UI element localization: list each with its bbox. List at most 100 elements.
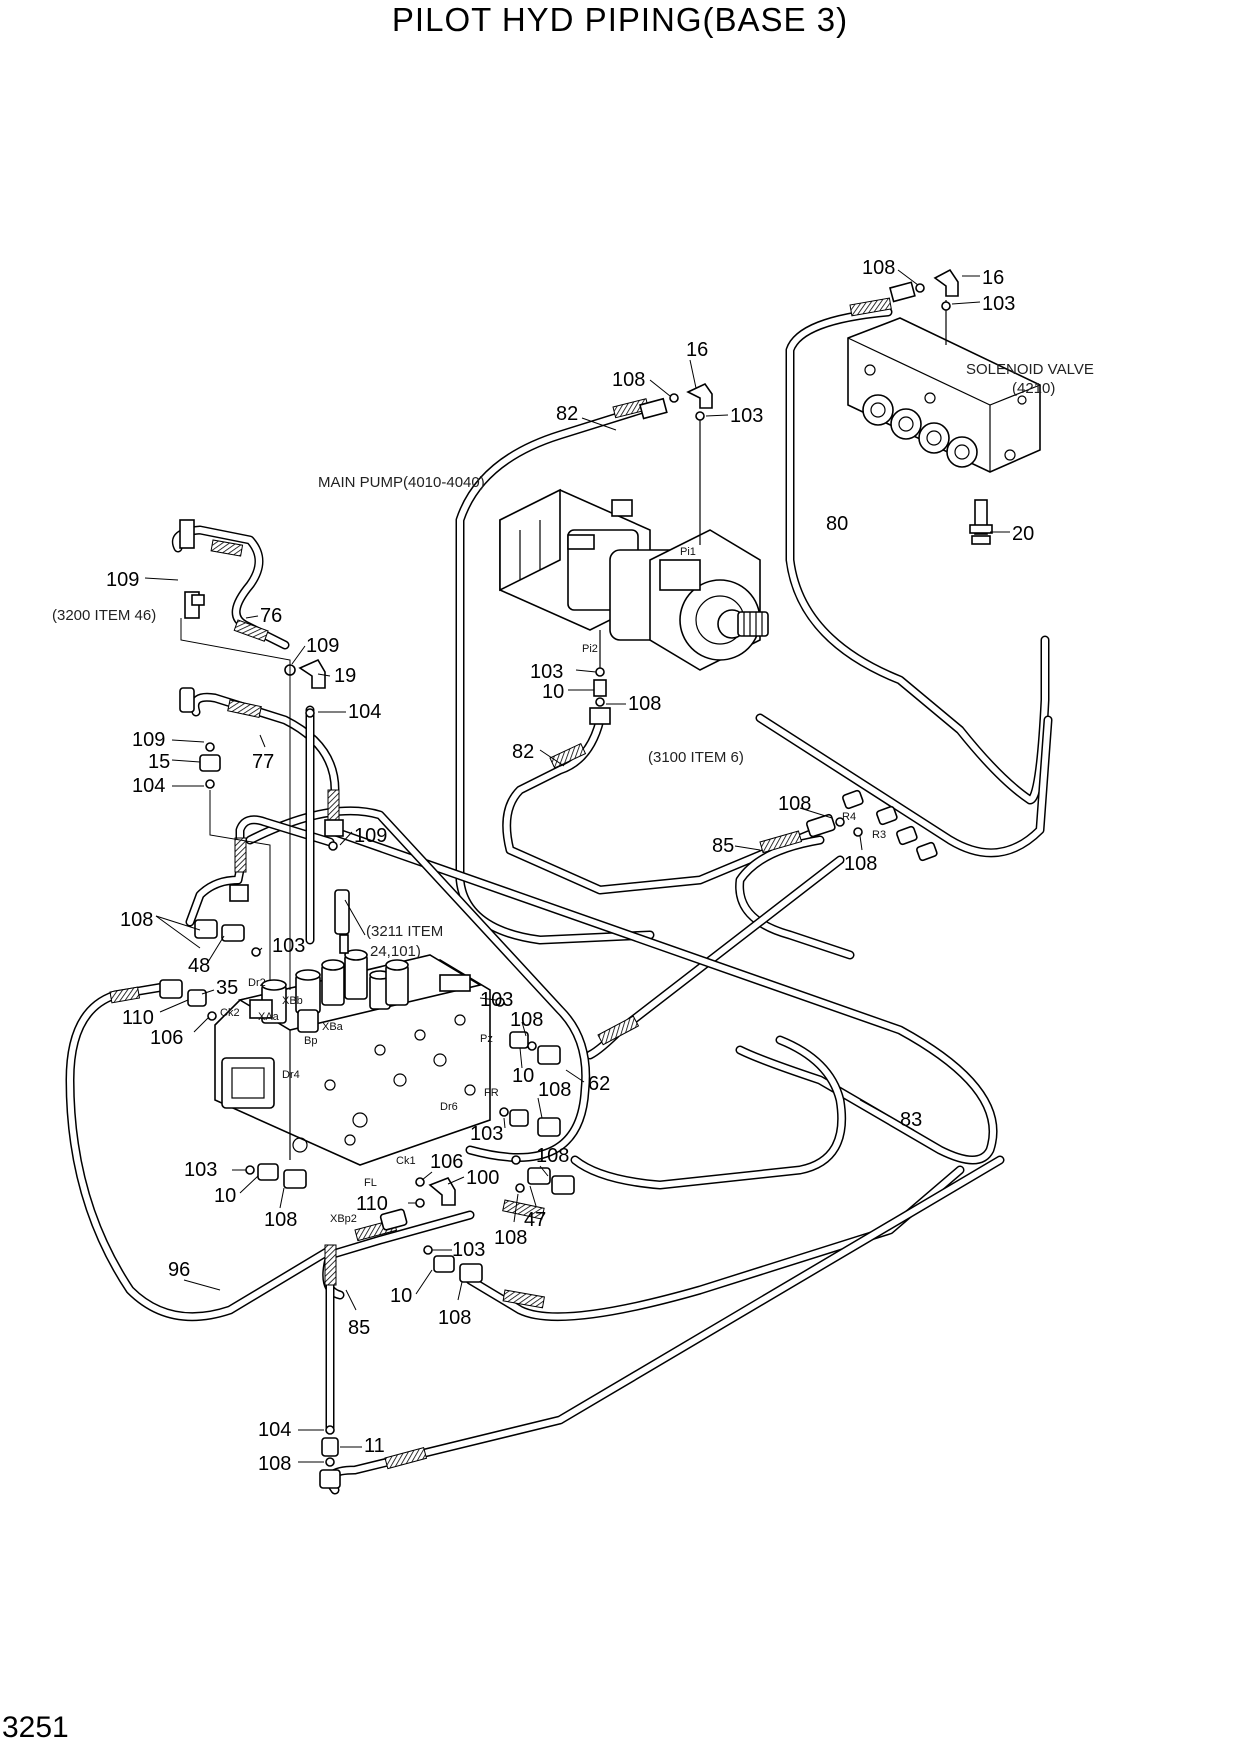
port-bp: Bp	[304, 1035, 317, 1047]
hose-end-left	[194, 919, 218, 939]
callout-106-ck1: 106	[430, 1151, 463, 1173]
oring-103-left	[251, 947, 261, 957]
callout-104-b: 104	[132, 775, 165, 797]
pilot-cap-5	[369, 970, 391, 1010]
tee-3200-side	[191, 594, 205, 606]
callout-103-sv: 103	[982, 293, 1015, 315]
port-xbb: XBb	[282, 995, 303, 1007]
callout-62: 62	[588, 1073, 610, 1095]
callout-109-d: 109	[354, 825, 387, 847]
hose-crimp-80	[849, 297, 892, 317]
hose-crimp-76b	[233, 619, 269, 642]
oring-103-fr	[499, 1107, 509, 1117]
fitting-r3-b	[916, 841, 938, 862]
oring-104-bot	[325, 1425, 335, 1435]
callout-82-top: 82	[556, 403, 578, 425]
oring-103-sv	[941, 301, 951, 311]
fitting-fr	[509, 1109, 529, 1127]
callout-103-left: 103	[272, 935, 305, 957]
callout-76: 76	[260, 605, 282, 627]
fitting-20	[969, 499, 1010, 545]
solenoid-valve	[847, 317, 1041, 473]
port-dr6: Dr6	[440, 1101, 458, 1113]
port-pz: Pz	[480, 1033, 493, 1045]
oring-109-c	[205, 742, 215, 752]
control-valve	[214, 949, 491, 1166]
callout-109-c: 109	[132, 729, 165, 751]
fitting-48	[221, 924, 245, 942]
fitting-r4-a	[842, 789, 864, 810]
fitting-10-pz	[509, 1031, 529, 1049]
hose-end-82	[639, 397, 668, 420]
callout-108-left: 108	[120, 909, 153, 931]
hose-85-right	[735, 835, 855, 960]
oring-103-b	[423, 1245, 433, 1255]
fitting-19	[298, 658, 326, 689]
port-xbp2: XBp2	[330, 1213, 357, 1225]
callout-108-b: 108	[438, 1307, 471, 1329]
oring-104-a	[305, 708, 315, 718]
oring-108-sv	[915, 283, 925, 293]
callout-103-fr: 103	[470, 1123, 503, 1145]
hose-96	[65, 980, 335, 1322]
oring-108-mp	[669, 393, 679, 403]
hose-bottom-long	[465, 1165, 965, 1322]
fitting-35	[187, 989, 207, 1007]
hose-crimp-85r	[759, 830, 803, 854]
main-pump-label: MAIN PUMP(4010-4040)	[318, 474, 485, 491]
oring-108-pi2	[595, 697, 605, 707]
fitting-3211	[334, 889, 350, 935]
hose-crimp-96	[109, 986, 141, 1004]
hose-bottom-to-11	[326, 1155, 1005, 1495]
port-pi2: Pi2	[582, 643, 598, 655]
callout-10-b: 10	[390, 1285, 412, 1307]
port-pi1: Pi1	[680, 546, 696, 558]
hose-outer-loop	[245, 806, 591, 1162]
pilot-cap-6	[385, 959, 409, 1006]
callout-109-a: 109	[106, 569, 139, 591]
callout-108-pz: 108	[510, 1009, 543, 1031]
callout-82-low: 82	[512, 741, 534, 763]
port-ck2: Ck2	[220, 1007, 240, 1019]
fitting-10-b	[433, 1255, 455, 1273]
oring-103-fl	[245, 1165, 255, 1175]
solenoid-coil-4	[946, 436, 978, 468]
hose-crimp-82low	[549, 742, 587, 769]
fitting-11	[321, 1437, 339, 1457]
ref-3211-label-2: 24,101)	[370, 943, 421, 960]
hose-end-82-low	[589, 707, 611, 725]
callout-85-b: 85	[348, 1317, 370, 1339]
callout-16-mp: 16	[686, 339, 708, 361]
ref-3211-label-1: (3211 ITEM	[366, 923, 443, 940]
fitting-10-pi2	[593, 679, 607, 697]
hose-crimp-lower	[502, 1289, 545, 1309]
hose-crimp-left	[234, 837, 247, 873]
hose-82-top	[455, 405, 655, 945]
callout-108-fr: 108	[538, 1079, 571, 1101]
port-dr2: Dr2	[248, 977, 266, 989]
hose-end-110	[379, 1208, 408, 1231]
hose-crimp-76	[210, 539, 244, 557]
callout-108-47: 108	[494, 1227, 527, 1249]
callout-47: 47	[524, 1209, 546, 1231]
hose-crimp-77	[227, 699, 262, 719]
oring-103-47	[511, 1155, 521, 1165]
hose-main-right-loop	[570, 1035, 847, 1190]
hose-end-fl	[283, 1169, 307, 1189]
hose-crimp-62	[597, 1015, 640, 1046]
fitting-109-top	[179, 519, 195, 549]
oring-109-d	[328, 841, 338, 851]
fitting-47	[527, 1167, 551, 1185]
hose-77	[190, 692, 340, 835]
solenoid-coil-3	[918, 422, 950, 454]
hose-crimp-vert	[324, 1244, 337, 1286]
hose-end-47	[551, 1175, 575, 1195]
oring-103-mp	[695, 411, 705, 421]
port-r4: R4	[842, 811, 856, 823]
fitting-15	[199, 754, 221, 772]
oring-108-bot	[325, 1457, 335, 1467]
solenoid-coil-2	[890, 408, 922, 440]
callout-85-r: 85	[712, 835, 734, 857]
callout-19: 19	[334, 665, 356, 687]
